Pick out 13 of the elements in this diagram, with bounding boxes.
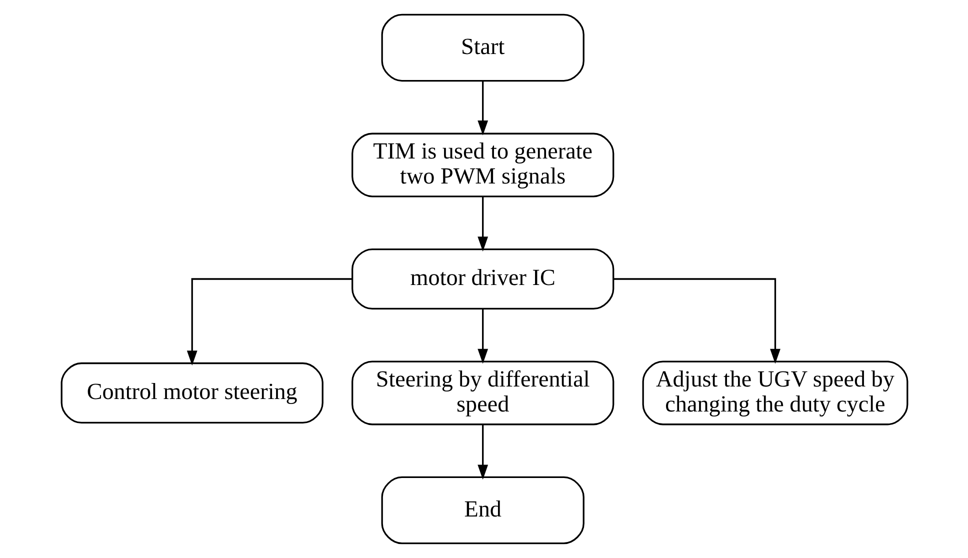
node-box: motor driver IC — [351, 248, 614, 310]
arrow — [477, 424, 488, 480]
node-box: End — [380, 476, 584, 544]
arrow — [477, 308, 488, 364]
node-box: Steering by differential speed — [351, 360, 614, 426]
node-box: TIM is used to generate two PWM signals — [351, 132, 614, 198]
arrow — [477, 81, 488, 136]
arrow — [477, 196, 488, 252]
node-box: Control motor steering — [60, 362, 323, 424]
node-box: Start — [380, 14, 584, 82]
arrow — [613, 278, 780, 364]
node-box: Adjust the UGV speed by changing the duty cycle — [642, 360, 908, 426]
arrow — [186, 278, 352, 366]
